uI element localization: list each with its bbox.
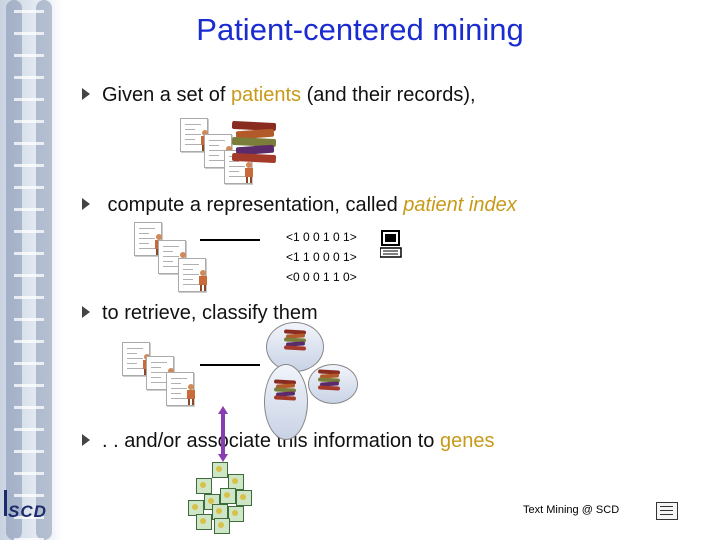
gene-node — [214, 518, 230, 534]
bullet-3: to retrieve, classify them — [82, 302, 318, 325]
computer-icon — [380, 230, 402, 258]
bullet-arrow-icon — [82, 305, 90, 318]
books-stack-icon — [317, 369, 342, 394]
gene-node — [196, 514, 212, 530]
bullet-arrow-icon — [82, 87, 90, 100]
logo-bar — [4, 490, 7, 516]
arrow-line — [200, 239, 260, 241]
arrow-line — [200, 364, 260, 366]
page-title: Patient-centered mining — [196, 12, 524, 47]
bullet-2-highlight: patient index — [403, 194, 517, 216]
gene-node — [220, 488, 236, 504]
gene-node — [228, 506, 244, 522]
index-vector: <0 0 0 1 1 0> — [286, 270, 357, 284]
bullet-2-text-a: compute a representation, called — [102, 194, 404, 216]
bullet-arrow-icon — [82, 433, 90, 446]
gene-node — [236, 490, 252, 506]
bullet-3-text-a: to retrieve, classify them — [102, 302, 318, 324]
double-arrow-icon — [218, 406, 228, 462]
footer-text: Text Mining @ SCD — [523, 504, 620, 516]
bullet-2: compute a representation, called patient… — [82, 194, 517, 217]
patient-index-vectors: <1 0 0 1 0 1> <1 1 0 0 0 1> <0 0 0 1 1 0… — [286, 227, 357, 287]
bullet-1-text-a: Given a set of — [102, 84, 231, 106]
patient-figure-icon — [198, 270, 208, 291]
cluster-oval — [264, 364, 308, 440]
bullet-4-highlight: genes — [439, 430, 495, 452]
slide-icon — [656, 502, 678, 520]
bullet-1-highlight: patients — [230, 84, 302, 106]
gene-node — [196, 478, 212, 494]
patient-figure-icon — [186, 384, 196, 405]
dna-sidebar-decoration — [0, 0, 62, 540]
patient-figure-icon — [244, 162, 254, 183]
bullet-arrow-icon — [82, 197, 90, 210]
scd-logo: SCD — [8, 502, 47, 521]
gene-node — [228, 474, 244, 490]
index-vector: <1 1 0 0 0 1> — [286, 250, 357, 264]
gene-node — [212, 462, 228, 478]
bullet-1: Given a set of patients (and their recor… — [82, 84, 476, 107]
books-stack-icon — [283, 329, 308, 354]
bullet-4: . . and/or associate this information to… — [82, 430, 494, 453]
bullet-4-text-a: . . and/or associate this information to — [102, 430, 440, 452]
index-vector: <1 0 0 1 0 1> — [286, 230, 357, 244]
books-stack-icon — [273, 379, 298, 404]
bullet-1-text-b: (and their records), — [301, 84, 476, 106]
books-stack-icon — [231, 120, 284, 166]
